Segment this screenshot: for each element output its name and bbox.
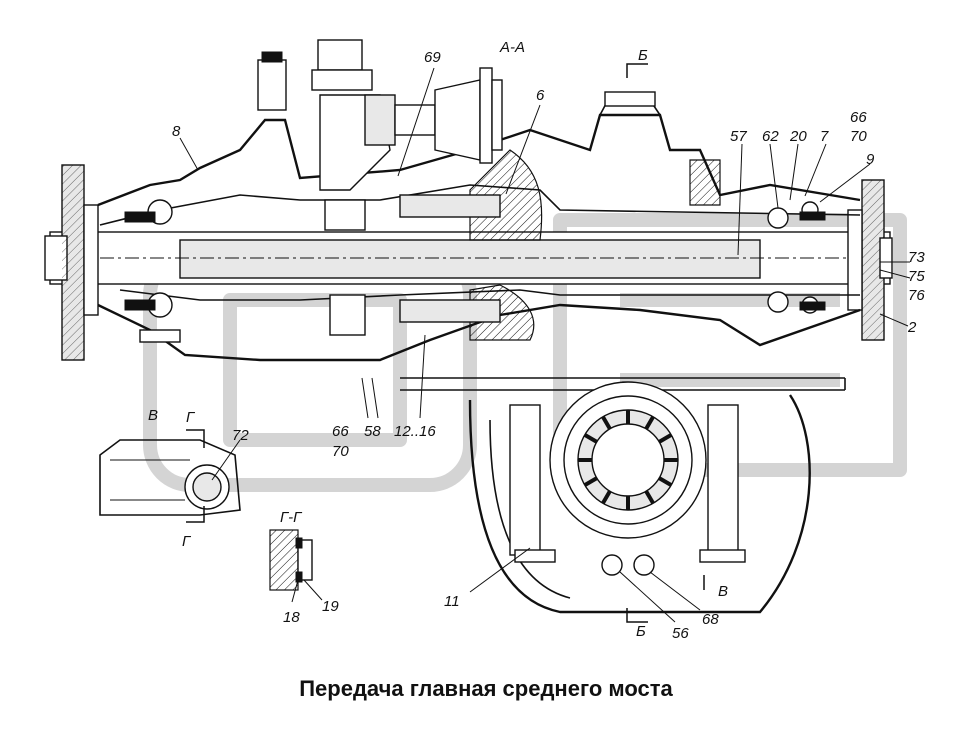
section-label-g-top: Г [186, 409, 196, 426]
callout-57: 57 [730, 128, 747, 145]
section-label-b-top: Б [638, 47, 648, 64]
callout-76: 76 [908, 287, 925, 304]
section-label-b-bottom: Б [636, 623, 646, 640]
lower-housing [97, 284, 861, 391]
callout-58: 58 [364, 423, 381, 440]
top-actuator [139, 39, 503, 343]
callout-72: 72 [232, 427, 249, 444]
callout-6: 6 [536, 87, 545, 104]
spline-teeth [578, 410, 678, 510]
bearings [124, 194, 826, 323]
section-markers [186, 63, 705, 623]
callout-8: 8 [172, 123, 181, 140]
callout-2: 2 [907, 319, 917, 336]
callout-75: 75 [908, 268, 925, 285]
callout-11: 11 [444, 593, 460, 610]
detail-gg [269, 529, 313, 591]
callout-12-16: 12..16 [394, 423, 436, 440]
section-label-g-bottom: Г [182, 533, 192, 550]
callout-7: 7 [820, 128, 829, 145]
callout-70-bottom: 70 [332, 443, 349, 460]
callout-labels: 69 А-А Б 8 6 57 62 20 7 66 70 9 73 75 76… [148, 39, 925, 642]
callout-68: 68 [702, 611, 719, 628]
right-flange [847, 179, 893, 341]
left-flange [44, 164, 99, 361]
section-label-gg: Г-Г [280, 509, 303, 526]
callout-69: 69 [424, 49, 441, 66]
callout-9: 9 [866, 151, 875, 168]
callout-56: 56 [672, 625, 689, 642]
section-label-v-right: В [718, 583, 728, 600]
callout-66-bottom: 66 [332, 423, 349, 440]
section-label-aa: А-А [499, 39, 525, 56]
section-label-v-left: В [148, 407, 158, 424]
callout-18: 18 [283, 609, 300, 626]
callout-66-top: 66 [850, 109, 867, 126]
callout-62: 62 [762, 128, 779, 145]
detail-v [99, 439, 241, 516]
drawing-caption: Передача главная среднего моста [299, 676, 673, 701]
differential-view [468, 381, 811, 614]
callout-73: 73 [908, 249, 925, 266]
callout-70-top: 70 [850, 128, 867, 145]
callout-20: 20 [789, 128, 807, 145]
callout-19: 19 [322, 598, 339, 615]
leader-lines [179, 67, 911, 623]
